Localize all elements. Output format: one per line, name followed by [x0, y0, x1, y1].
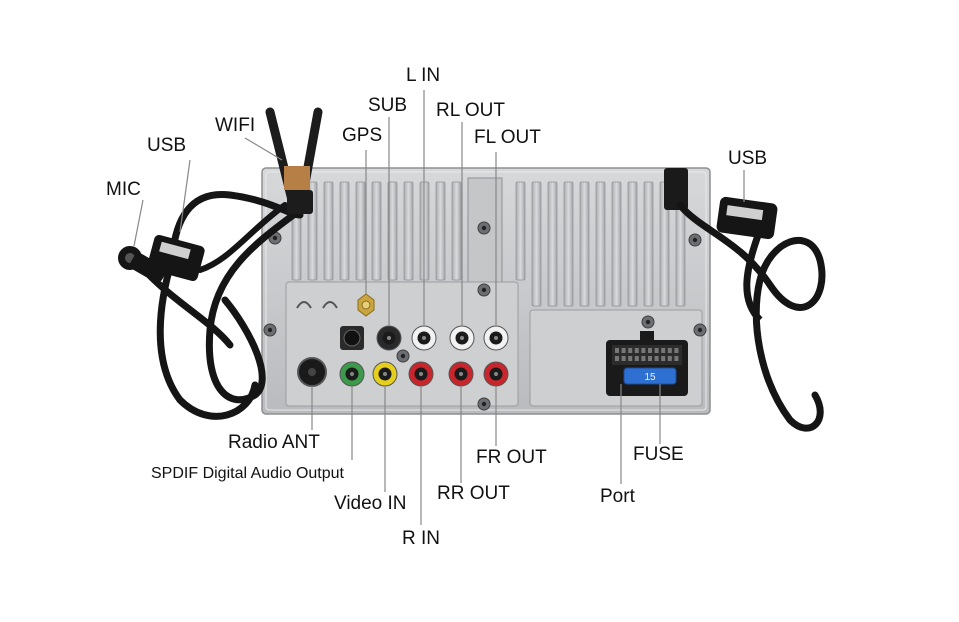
fin	[451, 181, 462, 281]
fin	[371, 181, 382, 281]
harness-pin	[615, 356, 619, 361]
screw-head	[481, 225, 487, 231]
harness-pin	[674, 348, 679, 353]
fin	[339, 181, 350, 281]
label-rr-out: RR OUT	[437, 483, 510, 504]
rca-jack-pin	[459, 372, 463, 376]
fin	[563, 181, 574, 307]
harness-pin	[634, 348, 639, 353]
fuse: 15	[623, 367, 677, 385]
label-wifi: WIFI	[215, 115, 256, 136]
rca-jack-pin	[383, 372, 387, 376]
rca-jacks	[339, 325, 509, 387]
fin	[579, 181, 590, 307]
fin	[515, 181, 526, 281]
rca-jack-pin	[419, 372, 423, 376]
label-fr-out: FR OUT	[476, 447, 547, 468]
label-spdif: SPDIF Digital Audio Output	[151, 465, 344, 482]
leader-mic	[133, 199, 144, 247]
wifi-antennas	[265, 107, 323, 214]
leader-wifi	[244, 137, 283, 161]
harness-pin	[648, 348, 652, 353]
rca-jack-pin	[494, 336, 498, 340]
harness-pin	[628, 348, 633, 353]
rca-jack-pin	[350, 372, 354, 376]
rca-jack-pin	[387, 336, 391, 340]
fin	[435, 181, 446, 281]
mounting-screws	[263, 221, 707, 411]
label-rl-out: RL OUT	[436, 100, 505, 121]
fin	[355, 181, 366, 281]
harness-pin	[634, 356, 639, 361]
label-sub: SUB	[368, 95, 408, 116]
label-port: Port	[600, 486, 635, 507]
screw-head	[697, 327, 703, 333]
label-fuse: FUSE	[633, 444, 684, 465]
screw-head	[481, 287, 487, 293]
label-gps: GPS	[342, 125, 383, 146]
harness-pin	[648, 356, 652, 361]
fin	[547, 181, 558, 307]
label-mic: MIC	[106, 179, 141, 200]
harness-pin	[628, 356, 633, 361]
rca-jack-pin	[494, 372, 498, 376]
label-l-in: L IN	[406, 65, 441, 86]
leader-lines	[133, 90, 745, 525]
harness-pin	[641, 356, 646, 361]
harness-pin	[674, 356, 679, 361]
mic-plug	[118, 246, 166, 283]
radio-antenna-port	[297, 357, 327, 387]
harness-pin	[654, 356, 659, 361]
fin	[403, 181, 414, 281]
fin	[323, 181, 334, 281]
right-usb-cable	[664, 168, 826, 432]
harness-pin	[661, 348, 666, 353]
label-usb-left: USB	[147, 135, 187, 156]
fin	[611, 181, 622, 307]
label-radio-ant: Radio ANT	[228, 432, 320, 453]
screw-head	[272, 235, 278, 241]
rca-jack-pin	[422, 336, 426, 340]
keyhole-slots	[296, 301, 338, 309]
fin	[595, 181, 606, 307]
spdif-port	[340, 326, 364, 350]
harness-pin	[667, 356, 672, 361]
harness-pin	[667, 348, 672, 353]
fin	[531, 181, 542, 307]
screw-head	[692, 237, 698, 243]
rca-jack-pin	[460, 336, 464, 340]
screw-head	[400, 353, 406, 359]
label-video-in: Video IN	[334, 493, 407, 514]
screw-head	[481, 401, 487, 407]
label-usb-right: USB	[728, 148, 768, 169]
harness-pin	[621, 348, 626, 353]
harness-pin	[661, 356, 666, 361]
fin	[643, 181, 654, 307]
harness-pin	[615, 348, 619, 353]
harness-pin	[621, 356, 626, 361]
harness-pin	[641, 348, 646, 353]
harness-pin	[654, 348, 659, 353]
harness-port	[606, 331, 688, 396]
leader-usb-left	[179, 159, 191, 233]
label-fl-out: FL OUT	[474, 127, 541, 148]
label-r-in: R IN	[402, 528, 440, 549]
fin	[627, 181, 638, 307]
screw-head	[267, 327, 273, 333]
fuse-value: 15	[644, 372, 656, 383]
screw-head	[645, 319, 651, 325]
fin	[387, 181, 398, 281]
